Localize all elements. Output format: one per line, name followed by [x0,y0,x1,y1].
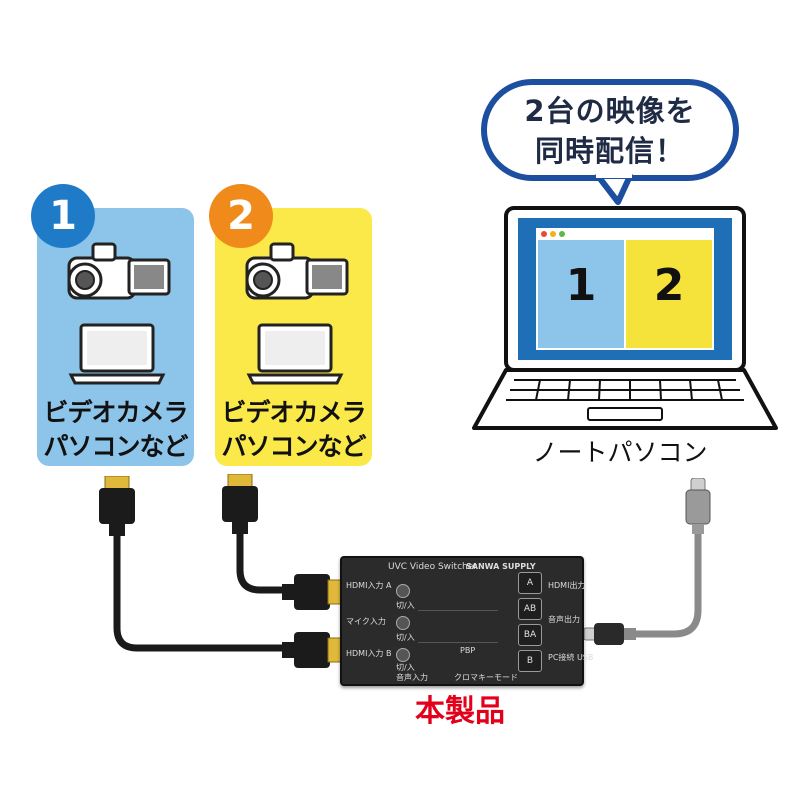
screen-source-2: 2 [653,260,685,311]
speech-bubble [481,79,739,205]
source-1-label-line1: ビデオカメラ [43,398,188,427]
laptop-label: ノートパソコン [532,438,708,467]
usb-plug-icon [584,623,636,645]
laptop-icon [68,323,166,385]
source-card-1: ビデオカメラ パソコンなど [37,208,194,466]
knob-label-3: 切/入 [396,663,415,672]
bubble-line1: 2台の映像を [524,94,696,128]
hdmi-plug-icon [282,574,343,610]
divider [418,610,498,611]
device-side-left-bot: HDMI入力 B [346,649,392,658]
uvc-video-switcher: UVC Video Switcher SANWA SUPPLY HDMI入力 A… [340,556,593,686]
knob-label-2: 切/入 [396,633,415,642]
source-2-label-line2: パソコンなど [221,432,366,461]
hdmi-plug-icon [282,632,343,668]
button-ab[interactable]: AB [518,598,542,620]
source-1-number-badge: 1 [31,184,95,248]
video-camera-icon [245,242,349,300]
device-title: UVC Video Switcher [388,562,477,572]
device-side-left-top: HDMI入力 A [346,581,392,590]
volume-knob-1[interactable] [396,584,410,598]
button-ba[interactable]: BA [518,624,542,646]
source-2-number-badge: 2 [209,184,273,248]
chroma-mode-label: クロマキーモード [454,673,518,682]
hdmi-plug-icon [222,474,258,534]
device-side-right-mid: 音声出力 [548,615,580,624]
device-side-right-bot: PC接続 USB [548,653,594,662]
button-b[interactable]: B [518,650,542,672]
laptop-illustration [472,206,778,430]
screen-source-1: 1 [565,260,597,311]
device-side-right-top: HDMI出力 [548,581,586,590]
laptop-icon [246,323,344,385]
volume-knob-2[interactable] [396,616,410,630]
knob-label-1: 切/入 [396,601,415,610]
device-brand: SANWA SUPPLY [466,562,536,571]
hdmi-plug-icon [99,476,135,536]
bubble-line2: 同時配信！ [534,134,685,168]
source-1-label-line2: パソコンなど [43,432,188,461]
button-a[interactable]: A [518,572,542,594]
knob-sub-3: 音声入力 [396,673,428,682]
divider [418,642,498,643]
volume-knob-3[interactable] [396,648,410,662]
source-card-2: ビデオカメラ パソコンなど [215,208,372,466]
usb-plug-icon [685,478,711,534]
pbp-label: PBP [460,646,476,655]
product-label: 本製品 [415,694,505,729]
video-camera-icon [67,242,171,300]
device-side-left-mid: マイク入力 [346,617,386,626]
source-2-label-line1: ビデオカメラ [221,398,366,427]
